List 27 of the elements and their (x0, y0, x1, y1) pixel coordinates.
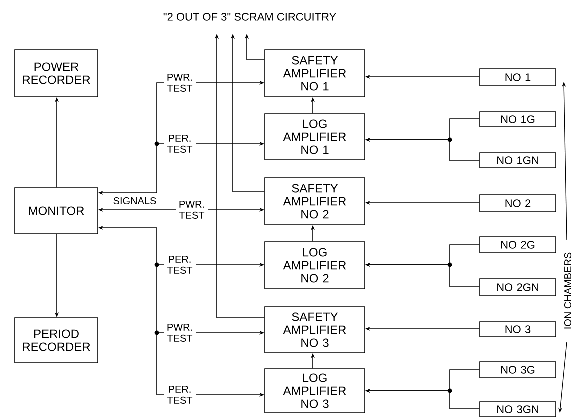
vertical-label: ION CHAMBERS (564, 252, 572, 329)
amplifier-box: SAFETY AMPLIFIER NO 3 (264, 306, 366, 354)
edge-label: PWR. TEST (164, 323, 196, 343)
chamber-box: NO 2 (480, 194, 556, 212)
signal-label: SIGNALS (114, 197, 156, 205)
edge-label: PER. TEST (164, 255, 196, 275)
recorder-box: POWER RECORDER (14, 50, 98, 98)
chamber-box: NO 1 (480, 68, 556, 86)
recorder-box: PERIOD RECORDER (14, 318, 98, 364)
edge-label: PWR. TEST (164, 73, 196, 93)
chamber-box: NO 3G (480, 362, 556, 378)
edge-label: PER. TEST (164, 385, 196, 405)
amplifier-box: SAFETY AMPLIFIER NO 1 (264, 50, 366, 98)
monitor-box: MONITOR (14, 188, 98, 234)
amplifier-box: LOG AMPLIFIER NO 2 (264, 242, 366, 290)
amplifier-box: LOG AMPLIFIER NO 3 (264, 368, 366, 414)
chamber-box: NO 2G (480, 236, 556, 254)
amplifier-box: SAFETY AMPLIFIER NO 2 (264, 178, 366, 226)
amplifier-box: LOG AMPLIFIER NO 1 (264, 114, 366, 160)
chamber-box: NO 1GN (480, 152, 556, 168)
heading-text: "2 OUT OF 3" SCRAM CIRCUITRY (164, 13, 336, 21)
edge-label: PWR. TEST (176, 200, 208, 220)
chamber-box: NO 2GN (480, 278, 556, 296)
chamber-box: NO 1G (480, 112, 556, 128)
chamber-box: NO 3 (480, 322, 556, 338)
edge-label: PER. TEST (164, 134, 196, 154)
chamber-box: NO 3GN (480, 402, 556, 418)
